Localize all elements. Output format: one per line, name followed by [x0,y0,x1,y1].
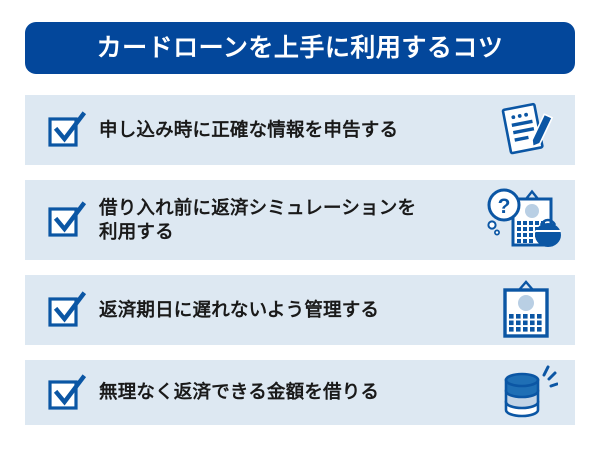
tip-row: 無理なく返済できる金額を借りる [25,360,575,425]
wall-calendar-icon [503,280,549,338]
tip-line: 返済期日に遅れないよう管理する [99,298,380,320]
tip-illustration: ? [483,180,575,260]
tip-illustration [483,275,575,345]
checked-checkbox-icon [48,373,87,410]
tip-text: 返済期日に遅れないよう管理する [97,298,483,322]
checked-checkbox-icon [48,291,87,327]
tip-line: 無理なく返済できる金額を借りる [99,381,380,403]
tip-text: 無理なく返済できる金額を借りる [97,380,483,404]
tip-row: 申し込み時に正確な情報を申告する [25,95,575,165]
checked-checkbox-icon [48,111,87,147]
tip-line: 借り入れ前に返済シミュレーションを [99,196,417,218]
checked-checkbox-icon [48,201,87,237]
checkbox-container [37,111,97,149]
tip-line: 利用する [99,221,174,242]
checkbox-container [37,373,97,412]
checkbox-container [37,201,97,239]
tip-line: 申し込み時に正確な情報を申告する [99,118,399,140]
page-title: カードローンを上手に利用するコツ [96,33,504,62]
calculator-question-purse-icon: ? [487,188,561,247]
coin-stack-icon [504,365,558,417]
tip-row: 借り入れ前に返済シミュレーションを 利用する [25,180,575,260]
tip-illustration [483,360,575,425]
checkbox-container [37,291,97,329]
tip-text: 申し込み時に正確な情報を申告する [97,118,483,142]
document-with-pen-icon [501,102,553,155]
svg-text:?: ? [498,195,511,218]
tip-illustration [483,95,575,165]
tip-text: 借り入れ前に返済シミュレーションを 利用する [97,196,483,245]
tip-row: 返済期日に遅れないよう管理する [25,275,575,345]
title-banner: カードローンを上手に利用するコツ [25,22,575,74]
